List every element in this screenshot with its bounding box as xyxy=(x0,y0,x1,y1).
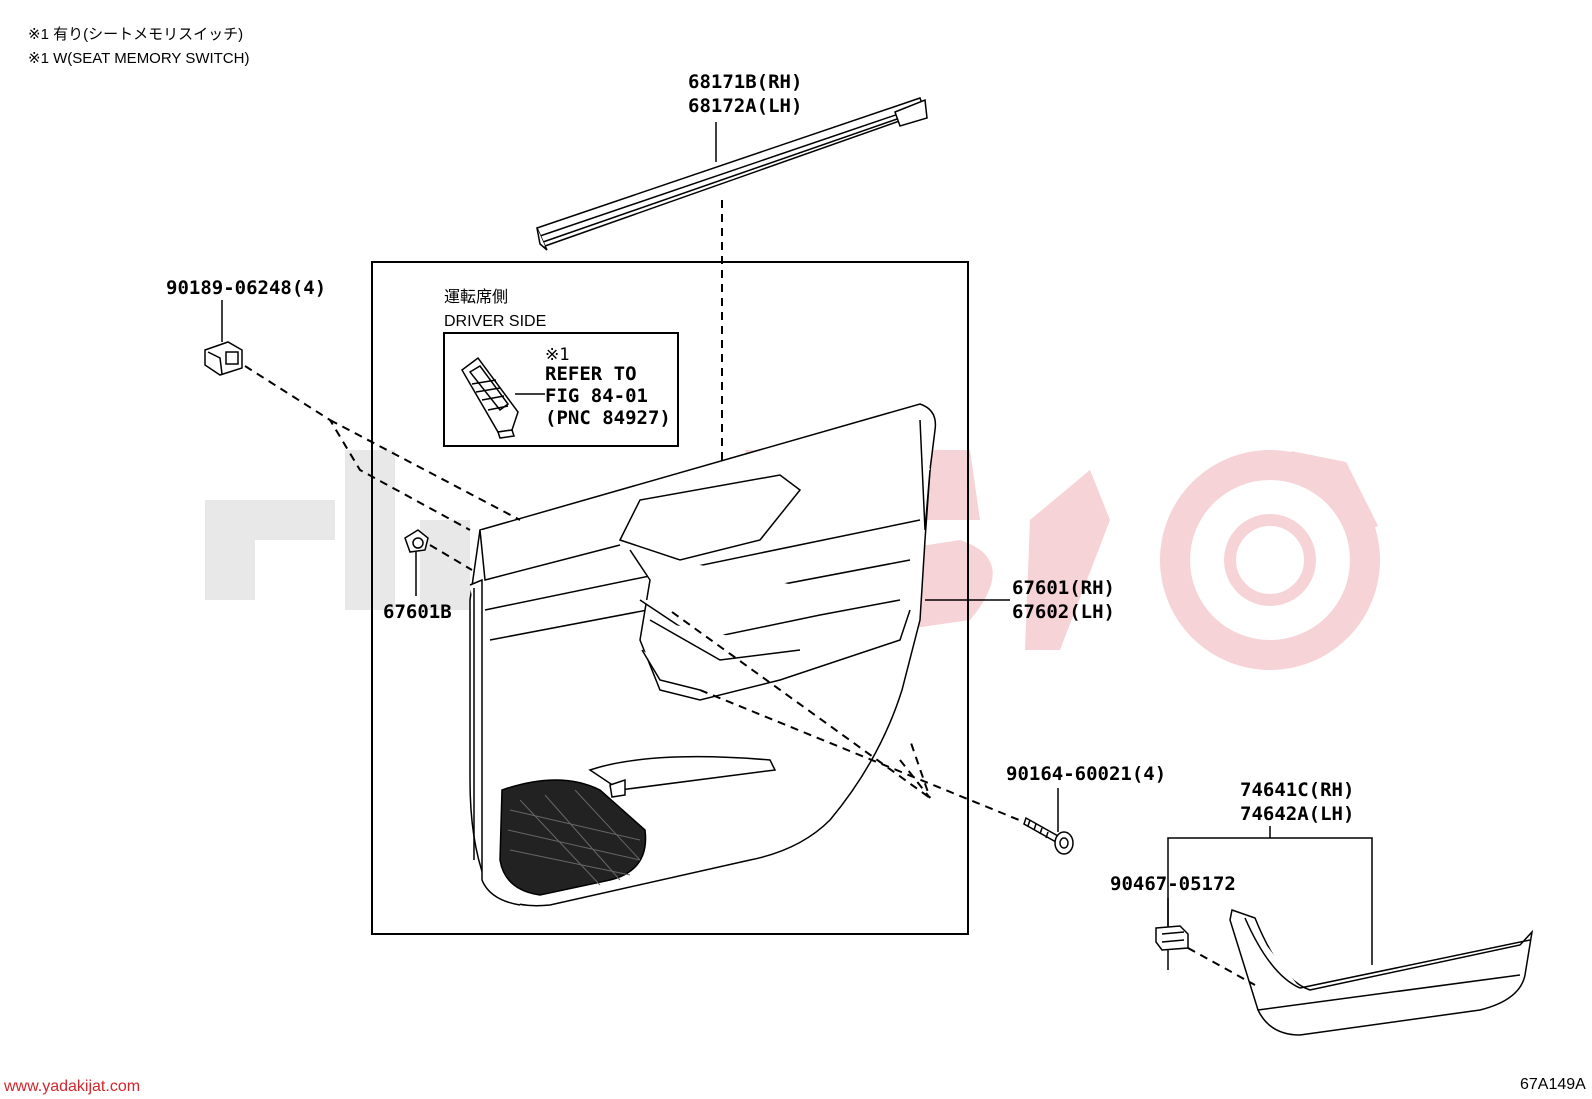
note-line-2: ※1 W(SEAT MEMORY SWITCH) xyxy=(28,50,250,67)
seat-memory-switch-drawing xyxy=(461,356,519,439)
clip-67601b-drawing xyxy=(404,529,429,553)
label-68172a: 68172A(LH) xyxy=(688,95,802,117)
ref-mark: ※1 xyxy=(545,345,569,365)
speaker-grille xyxy=(499,779,647,896)
clip-90467-dashed xyxy=(1187,947,1256,986)
screw-90164-drawing xyxy=(1023,816,1074,855)
driver-door-group-frame xyxy=(371,261,969,935)
ref-line-3: (PNC 84927) xyxy=(545,407,671,429)
screw-90164-dashed xyxy=(671,611,1025,823)
label-67602: 67602(LH) xyxy=(1012,601,1115,623)
driver-side-label-en: DRIVER SIDE xyxy=(444,313,546,330)
label-67601: 67601(RH) xyxy=(1012,577,1115,599)
label-90189: 90189-06248(4) xyxy=(166,277,326,299)
note-line-1: ※1 有り(シートメモリスイッチ) xyxy=(28,26,244,43)
website-link[interactable]: www.yadakijat.com xyxy=(4,1078,141,1095)
label-90467: 90467-05172 xyxy=(1110,873,1236,895)
label-68171b: 68171B(RH) xyxy=(688,71,802,93)
ref-line-1: REFER TO xyxy=(545,363,637,385)
driver-side-label-jp: 運転席側 xyxy=(444,288,508,306)
clip-90189-dashed xyxy=(244,365,521,531)
speaker-grille-pattern xyxy=(507,789,641,886)
label-74642a: 74642A(LH) xyxy=(1240,803,1354,825)
ref-line-2: FIG 84-01 xyxy=(545,385,648,407)
label-67601b: 67601B xyxy=(383,601,452,623)
label-74641c: 74641C(RH) xyxy=(1240,779,1354,801)
clip-90189-drawing xyxy=(204,341,243,376)
figure-code: 67A149A xyxy=(1520,1076,1586,1093)
window-weatherstrip-drawing xyxy=(535,97,928,251)
door-trim-panel-drawing xyxy=(469,403,937,907)
clip-90467-drawing xyxy=(1155,925,1189,951)
seat-memory-switch-ref-box xyxy=(443,332,679,447)
garnish-74641c-drawing xyxy=(1229,909,1534,1036)
label-90164: 90164-60021(4) xyxy=(1006,763,1166,785)
